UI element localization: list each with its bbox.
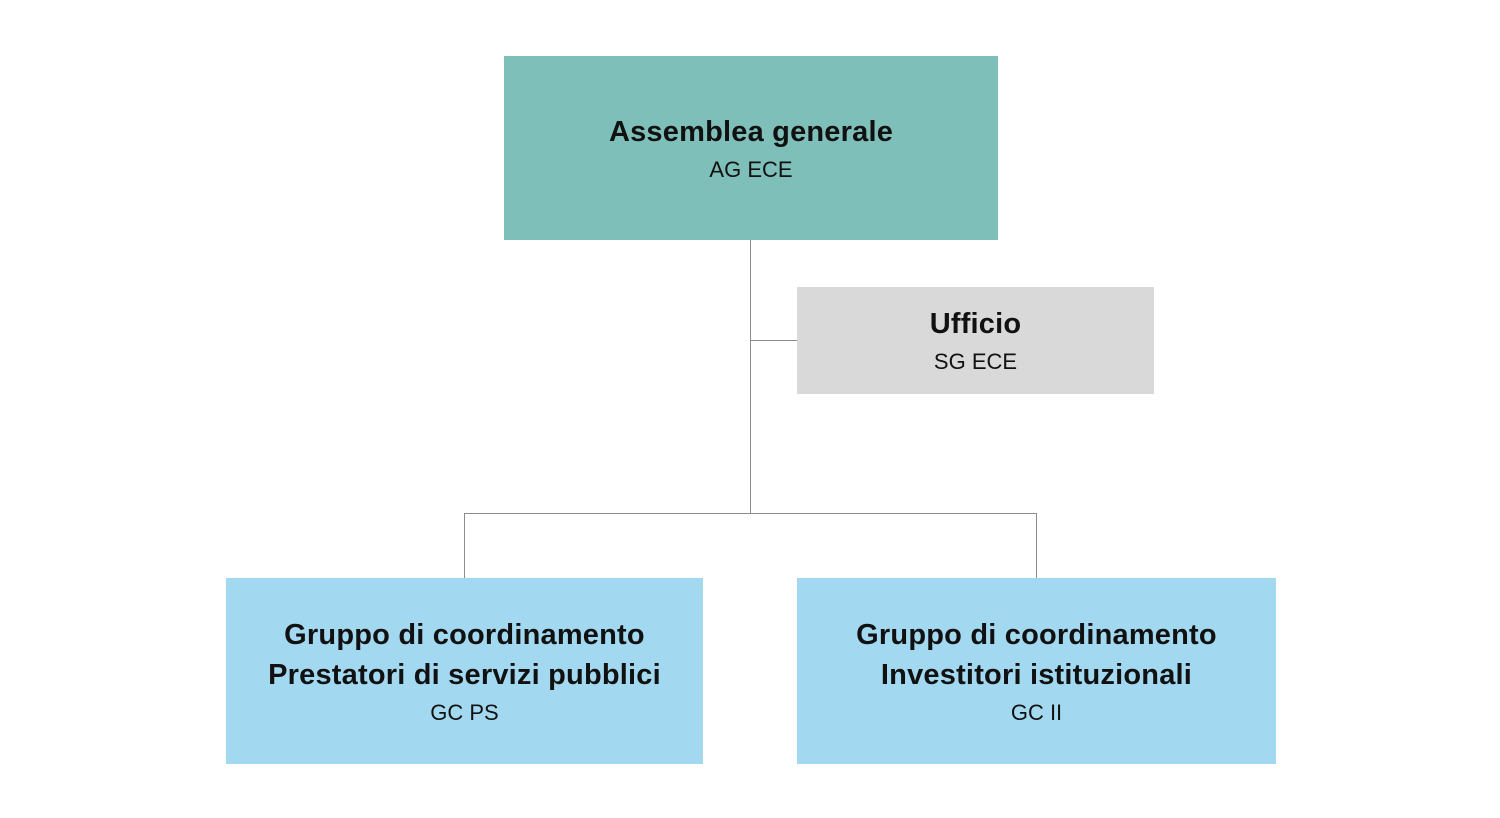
node-assemblea-generale: Assemblea generale AG ECE	[504, 56, 998, 240]
node-title: Assemblea generale	[608, 115, 894, 148]
node-title: Ufficio	[929, 308, 1022, 340]
node-ufficio: Ufficio SG ECE	[797, 287, 1154, 394]
node-title: Gruppo di coordinamento Investitori isti…	[856, 618, 1217, 691]
connector-right-drop	[1036, 514, 1037, 578]
node-code: GC PS	[430, 699, 499, 725]
connector-horizontal-bar	[464, 513, 1037, 514]
node-code: SG ECE	[933, 349, 1018, 374]
connector-main-vertical	[750, 240, 751, 514]
connector-left-drop	[464, 514, 465, 578]
node-code: AG ECE	[709, 156, 793, 182]
node-gruppo-coordinamento-investitori-istituzionali: Gruppo di coordinamento Investitori isti…	[797, 578, 1276, 764]
connector-ufficio-branch	[751, 340, 797, 341]
node-title: Gruppo di coordinamento Prestatori di se…	[268, 618, 661, 691]
node-gruppo-coordinamento-prestatori-servizi-pubblici: Gruppo di coordinamento Prestatori di se…	[226, 578, 703, 764]
node-code: GC II	[1010, 699, 1063, 725]
